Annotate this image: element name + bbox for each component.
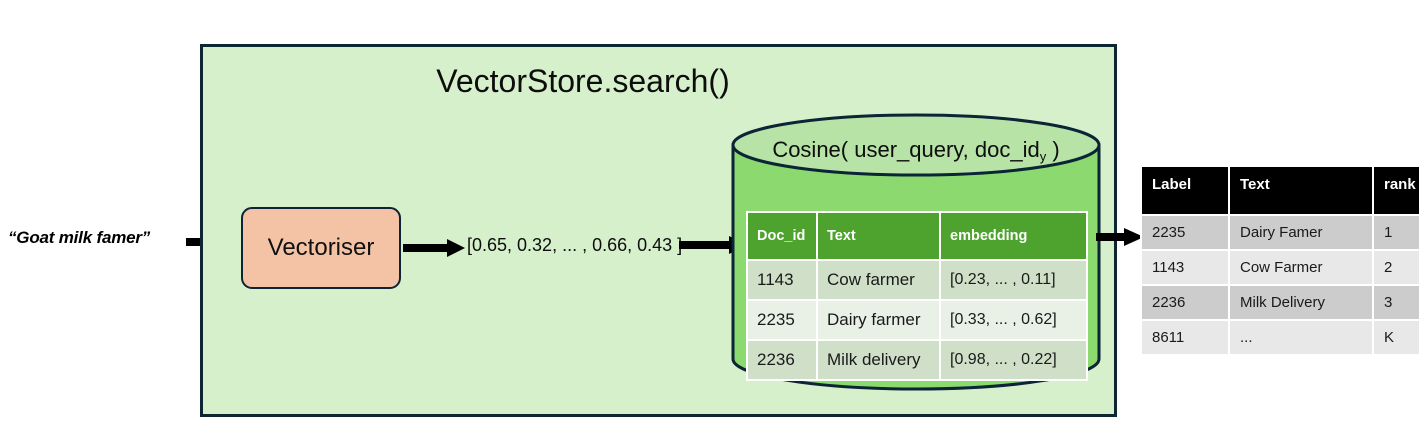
cell-text: Cow farmer [816,259,941,301]
vectoriser-label: Vectoriser [267,234,375,261]
table-row: 2236 Milk delivery [0.98, ... , 0.22] [746,339,1088,381]
column-header-embedding: embedding [939,211,1088,261]
table-header-row: Label Text rank [1140,165,1421,216]
cell-embedding: [0.23, ... , 0.11] [939,259,1088,301]
table-row: 1143 Cow Farmer 2 [1140,249,1421,286]
table-row: 8611 ... K [1140,319,1421,356]
cell-label: 1143 [1140,249,1230,286]
cell-label: 2235 [1140,214,1230,251]
column-header-text: Text [1228,165,1374,216]
cell-label: 8611 [1140,319,1230,356]
cell-doc-id: 1143 [746,259,818,301]
vectorstore-search-panel: VectorStore.search() Vectoriser [0.65, 0… [200,44,1117,417]
cell-text: Dairy Famer [1228,214,1374,251]
cell-text: Milk delivery [816,339,941,381]
table-row: 2235 Dairy farmer [0.33, ... , 0.62] [746,299,1088,341]
cell-rank: 1 [1372,214,1421,251]
cosine-formula-suffix: ) [1046,137,1060,162]
column-header-doc-id: Doc_id [746,211,818,261]
table-row: 1143 Cow farmer [0.23, ... , 0.11] [746,259,1088,301]
column-header-rank: rank [1372,165,1421,216]
cell-embedding: [0.33, ... , 0.62] [939,299,1088,341]
column-header-text: Text [816,211,941,261]
document-embeddings-table: Doc_id Text embedding 1143 Cow farmer [0… [746,211,1088,381]
vector-store-cylinder: Cosine( user_query, doc_idy ) Doc_id Tex… [731,113,1101,391]
user-query-label: “Goat milk famer” [8,228,151,247]
arrow-store-to-results [1096,226,1146,248]
cell-label: 2236 [1140,284,1230,321]
table-row: 2236 Milk Delivery 3 [1140,284,1421,321]
cosine-formula-prefix: Cosine( user_query, doc_id [772,137,1040,162]
cell-rank: 3 [1372,284,1421,321]
cell-rank: K [1372,319,1421,356]
page-title: VectorStore.search() [436,63,730,99]
search-results-table: Label Text rank 2235 Dairy Famer 1 1143 … [1140,165,1421,356]
cell-rank: 2 [1372,249,1421,286]
cosine-formula-subscript: y [1039,149,1047,164]
table-row: 2235 Dairy Famer 1 [1140,214,1421,251]
cell-doc-id: 2235 [746,299,818,341]
cosine-formula-label: Cosine( user_query, doc_idy ) [731,137,1101,164]
embedding-vector-text: [0.65, 0.32, ... , 0.66, 0.43 ] [467,235,683,255]
cell-text: ... [1228,319,1374,356]
cell-text: Milk Delivery [1228,284,1374,321]
cell-text: Dairy farmer [816,299,941,341]
cell-embedding: [0.98, ... , 0.22] [939,339,1088,381]
column-header-label: Label [1140,165,1230,216]
vectoriser-box[interactable]: Vectoriser [241,207,401,289]
cell-doc-id: 2236 [746,339,818,381]
arrow-vectoriser-to-vector [403,237,467,259]
table-header-row: Doc_id Text embedding [746,211,1088,261]
cell-text: Cow Farmer [1228,249,1374,286]
